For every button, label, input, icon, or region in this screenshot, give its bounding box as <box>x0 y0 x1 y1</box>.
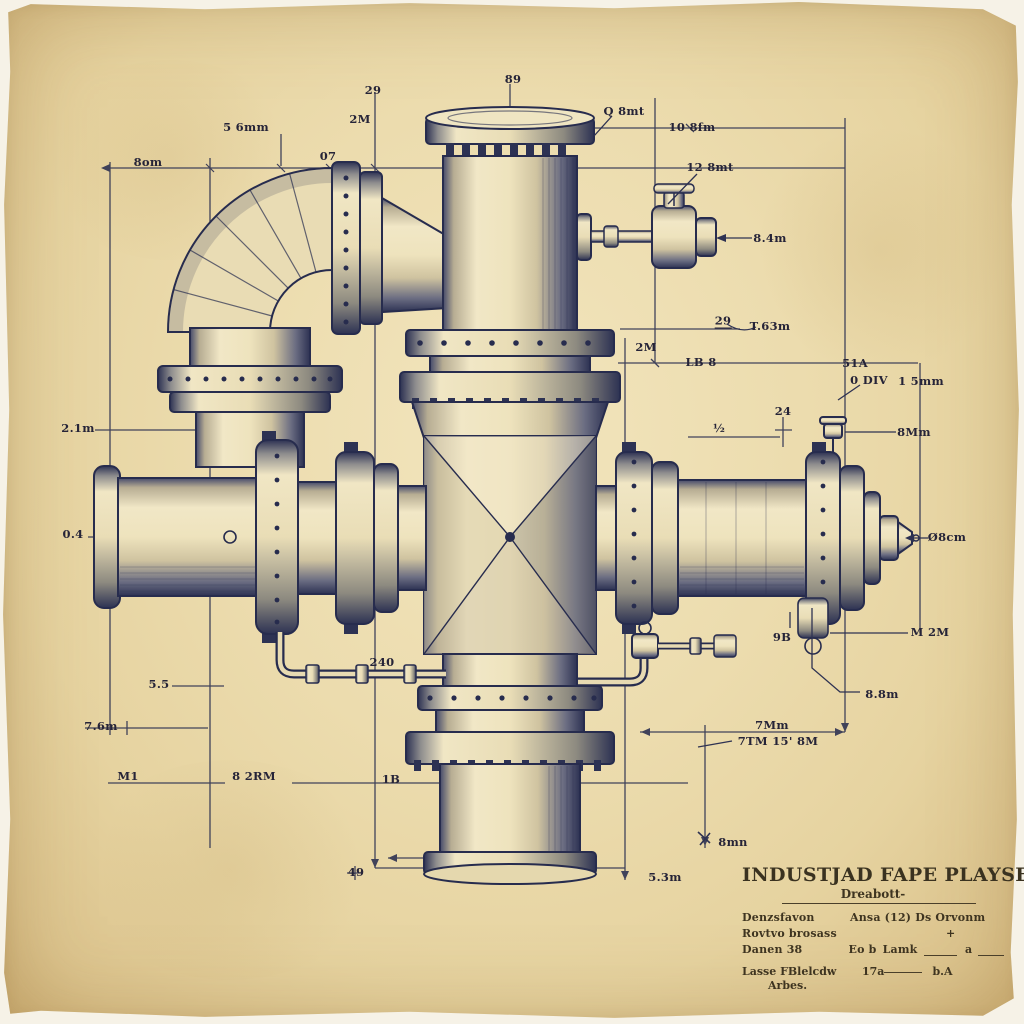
elbow-pipe <box>157 161 448 468</box>
central-vertical-pipe <box>399 106 621 885</box>
control-valve <box>576 183 717 269</box>
rule-line <box>782 903 976 904</box>
field-label: Danen 38 <box>742 943 803 956</box>
rule-line <box>978 948 1004 956</box>
drawing-title: INDUSTJAD FAPE PLAYSE <box>742 864 1024 886</box>
cross-junction <box>423 435 597 655</box>
vent-valve-small <box>819 416 847 452</box>
rule-line <box>923 948 958 956</box>
pipe-assembly <box>93 106 920 885</box>
horizontal-pipe-right <box>595 416 920 634</box>
horizontal-pipe-left <box>93 431 427 643</box>
title-block-row: Rovtvo brosass + <box>742 927 1004 940</box>
field-value: Lamk <box>882 943 918 956</box>
field-label: Denzsfavon <box>742 911 815 924</box>
field-label: Rovtvo brosass <box>742 927 837 940</box>
leader-lines <box>593 115 928 846</box>
rule-line <box>884 965 923 973</box>
flange-bolts <box>167 376 333 382</box>
bypass-piping <box>275 597 829 687</box>
cap-bolts <box>446 143 566 156</box>
field-value: a <box>965 943 973 956</box>
field-value: Ansa (12) Ds Orvonm <box>850 911 986 924</box>
field-value: 17a <box>862 965 885 978</box>
drawing-subtitle: Dreabott- <box>840 887 906 901</box>
field-value: + <box>946 927 956 940</box>
field-value: Eo b <box>848 943 877 956</box>
field-value: b.A <box>932 965 953 978</box>
title-block-row: Danen 38 Eo b Lamk a <box>742 943 1004 956</box>
title-block: INDUSTJAD FAPE PLAYSE Dreabott- Denzsfav… <box>742 864 1024 993</box>
title-block-row: Denzsfavon Ansa (12) Ds Orvonm <box>742 911 1004 924</box>
flange-bolts <box>417 340 591 346</box>
